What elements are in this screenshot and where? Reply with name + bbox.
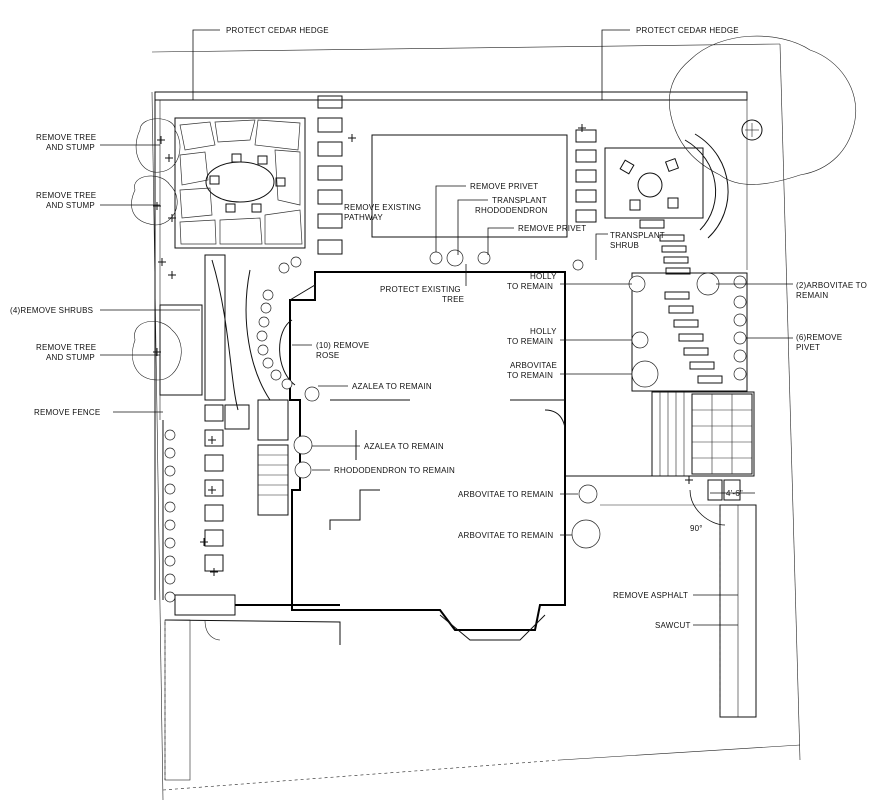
side-stair: [257, 399, 289, 516]
label-remove-tree-3a: REMOVE TREE: [36, 343, 96, 352]
tree-trunk: [741, 119, 763, 141]
label-remove-asphalt: REMOVE ASPHALT: [613, 591, 688, 600]
leader-lines: [100, 29, 793, 626]
asphalt-strip: [719, 504, 757, 718]
label-holly-2b: TO REMAIN: [507, 337, 553, 346]
label-remove-privet-top: REMOVE PRIVET: [470, 182, 538, 191]
house-footprint: [279, 271, 566, 631]
label-remove-privet-mid: REMOVE PRIVET: [518, 224, 586, 233]
label-sawcut: SAWCUT: [655, 621, 691, 630]
lower-right-deck: [631, 272, 748, 392]
label-remove-shrubs: (4)REMOVE SHRUBS: [10, 306, 93, 315]
patio-steps: [659, 234, 691, 275]
label-azalea-1: AZALEA TO REMAIN: [352, 382, 432, 391]
stepping-stones-right: [575, 129, 597, 223]
label-azalea-2: AZALEA TO REMAIN: [364, 442, 444, 451]
label-arbovitae-1a: ARBOVITAE: [510, 361, 557, 370]
label-arborvitae-2a: (2)ARBOVITAE TO: [796, 281, 867, 290]
annotation-labels: PROTECT CEDAR HEDGE PROTECT CEDAR HEDGE …: [10, 26, 867, 630]
label-arborvitae-2b: REMAIN: [796, 291, 828, 300]
label-dimension: 4'-6": [726, 489, 743, 498]
cross-marks: [153, 124, 693, 576]
label-remove-tree-3b: AND STUMP: [46, 353, 95, 362]
paver-area: [651, 391, 755, 477]
label-rhodo-remain: RHODODENDRON TO REMAIN: [334, 466, 455, 475]
label-holly-2a: HOLLY: [530, 327, 557, 336]
plant-symbols: [256, 249, 747, 549]
label-remove-privet-6b: PIVET: [796, 343, 820, 352]
existing-tree-canopy: [669, 35, 857, 185]
label-remove-rose-b: ROSE: [316, 351, 339, 360]
label-protect-tree-a: PROTECT EXISTING: [380, 285, 461, 294]
cedar-hedge: [154, 91, 748, 600]
flagstone-patio: [174, 117, 306, 249]
label-transplant-rhodo-a: TRANSPLANT: [492, 196, 547, 205]
asphalt-hatch: [164, 505, 721, 780]
trees-to-remove: [131, 118, 182, 381]
label-arbovitae-1b: TO REMAIN: [507, 371, 553, 380]
label-hedge-left: PROTECT CEDAR HEDGE: [226, 26, 329, 35]
label-angle: 90°: [690, 524, 703, 533]
garage-area: [164, 594, 341, 781]
label-remove-tree-1b: AND STUMP: [46, 143, 95, 152]
label-remove-rose-a: (10) REMOVE: [316, 341, 369, 350]
label-remove-tree-2a: REMOVE TREE: [36, 191, 96, 200]
label-protect-tree-b: TREE: [442, 295, 464, 304]
property-lines: [151, 43, 801, 801]
label-holly-1b: TO REMAIN: [507, 282, 553, 291]
label-remove-fence: REMOVE FENCE: [34, 408, 100, 417]
label-remove-tree-1a: REMOVE TREE: [36, 133, 96, 142]
label-remove-tree-2b: AND STUMP: [46, 201, 95, 210]
left-garden: [159, 254, 271, 572]
pathway-area: [371, 134, 568, 238]
label-remove-pathway-a: REMOVE EXISTING: [344, 203, 421, 212]
label-hedge-right: PROTECT CEDAR HEDGE: [636, 26, 739, 35]
label-transplant-shrub-b: SHRUB: [610, 241, 639, 250]
label-holly-1a: HOLLY: [530, 272, 557, 281]
label-transplant-rhodo-b: RHODODENDRON: [475, 206, 548, 215]
stepping-stones: [317, 95, 343, 255]
label-arbovitae-3: ARBOVITAE TO REMAIN: [458, 531, 553, 540]
label-remove-privet-6a: (6)REMOVE: [796, 333, 842, 342]
upper-right-patio: [604, 133, 729, 239]
label-arbovitae-2: ARBOVITAE TO REMAIN: [458, 490, 553, 499]
left-fence-shrubs: [162, 420, 176, 603]
house-bay: [439, 614, 546, 641]
label-transplant-shrub-a: TRANSPLANT: [610, 231, 665, 240]
label-remove-pathway-b: PATHWAY: [344, 213, 383, 222]
